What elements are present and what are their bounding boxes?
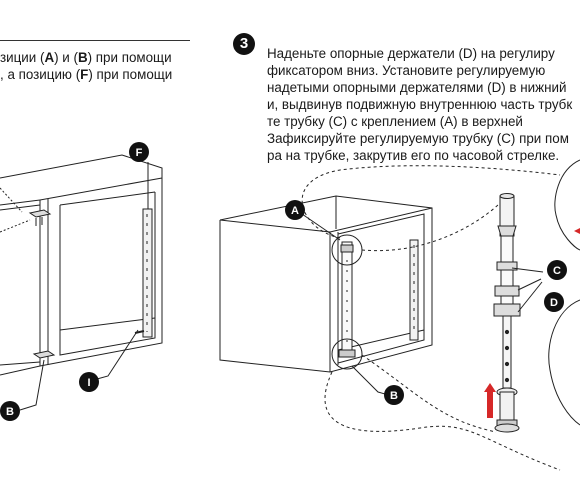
svg-text:B: B [6, 406, 14, 418]
callout-I: I [79, 372, 99, 392]
callout-C: C [547, 260, 567, 280]
left-text-line-2: , а позицию (F) при помощи [0, 67, 173, 82]
svg-text:D: D [550, 297, 558, 309]
step-number-badge: 3 [233, 33, 255, 55]
svg-text:A: A [291, 205, 299, 217]
step-text-line-3: надетыми опорными держателями (D) в нижн… [267, 80, 567, 95]
callout-D: D [544, 292, 564, 312]
up-arrow-icon [484, 383, 496, 418]
left-cabinet [0, 154, 163, 411]
svg-text:I: I [87, 377, 90, 389]
step-text-line-7: ра на трубке, закрутив его по часовой ст… [267, 148, 560, 163]
exploded-tube [493, 193, 544, 433]
top-rule [0, 40, 190, 41]
svg-text:F: F [136, 147, 143, 159]
callout-B-right: B [384, 385, 404, 405]
svg-text:B: B [390, 390, 398, 402]
arrow-fragment-icon [574, 228, 580, 234]
right-cabinet [219, 195, 433, 395]
step-text-line-4: и, выдвинув подвижную внутреннюю часть т… [267, 97, 573, 112]
svg-text:C: C [553, 265, 561, 277]
left-text-line-1: зиции (A) и (B) при помощи [0, 50, 172, 65]
callout-B-left: B [0, 401, 20, 421]
callout-A: A [285, 200, 305, 220]
step-text-line-2: фиксатором вниз. Установите регулируемую [267, 63, 546, 78]
step-text-line-5: те трубку (C) с креплением (A) в верхней [267, 114, 523, 129]
callout-F: F [129, 142, 149, 162]
step-text-line-1: Наденьте опорные держатели (D) на регули… [267, 46, 555, 61]
step-text-line-6: Зафиксируйте регулируемую трубку (C) при… [267, 131, 569, 146]
